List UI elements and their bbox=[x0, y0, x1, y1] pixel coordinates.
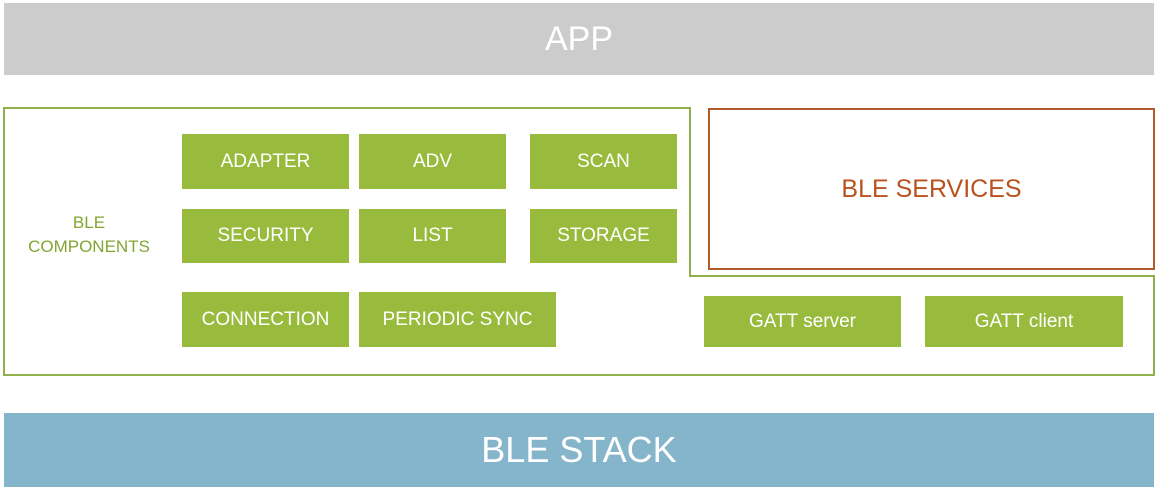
ble-components-label: BLE COMPONENTS bbox=[14, 211, 164, 259]
ble-components-label-line2: COMPONENTS bbox=[28, 237, 150, 256]
ble-components-label-line1: BLE bbox=[72, 213, 106, 232]
app-layer: APP bbox=[4, 3, 1154, 75]
ble-stack-label: BLE STACK bbox=[481, 429, 677, 470]
adapter-label: ADAPTER bbox=[220, 150, 311, 172]
adapter-box: ADAPTER bbox=[182, 134, 349, 189]
periodic-sync-label: PERIODIC SYNC bbox=[382, 308, 533, 330]
security-box: SECURITY bbox=[182, 209, 349, 263]
list-label: LIST bbox=[412, 225, 453, 246]
gatt-client-box: GATT client bbox=[925, 296, 1123, 347]
app-label: APP bbox=[544, 19, 614, 58]
connection-box: CONNECTION bbox=[182, 292, 349, 347]
ble-stack-layer: BLE STACK bbox=[4, 413, 1154, 487]
storage-box: STORAGE bbox=[530, 209, 677, 263]
list-box: LIST bbox=[359, 209, 506, 263]
adv-label: ADV bbox=[412, 150, 453, 172]
ble-components-border bbox=[3, 107, 1155, 376]
gatt-server-box: GATT server bbox=[704, 296, 901, 347]
security-label: SECURITY bbox=[217, 225, 314, 246]
ble-services-label: BLE SERVICES bbox=[841, 174, 1022, 203]
storage-label: STORAGE bbox=[557, 225, 650, 246]
connection-label: CONNECTION bbox=[201, 308, 330, 330]
adv-box: ADV bbox=[359, 134, 506, 189]
gatt-server-label: GATT server bbox=[749, 310, 856, 332]
ble-services-box: BLE SERVICES bbox=[708, 108, 1155, 270]
scan-label: SCAN bbox=[577, 150, 630, 172]
scan-box: SCAN bbox=[530, 134, 677, 189]
periodic-sync-box: PERIODIC SYNC bbox=[359, 292, 556, 347]
gatt-client-label: GATT client bbox=[974, 310, 1074, 332]
